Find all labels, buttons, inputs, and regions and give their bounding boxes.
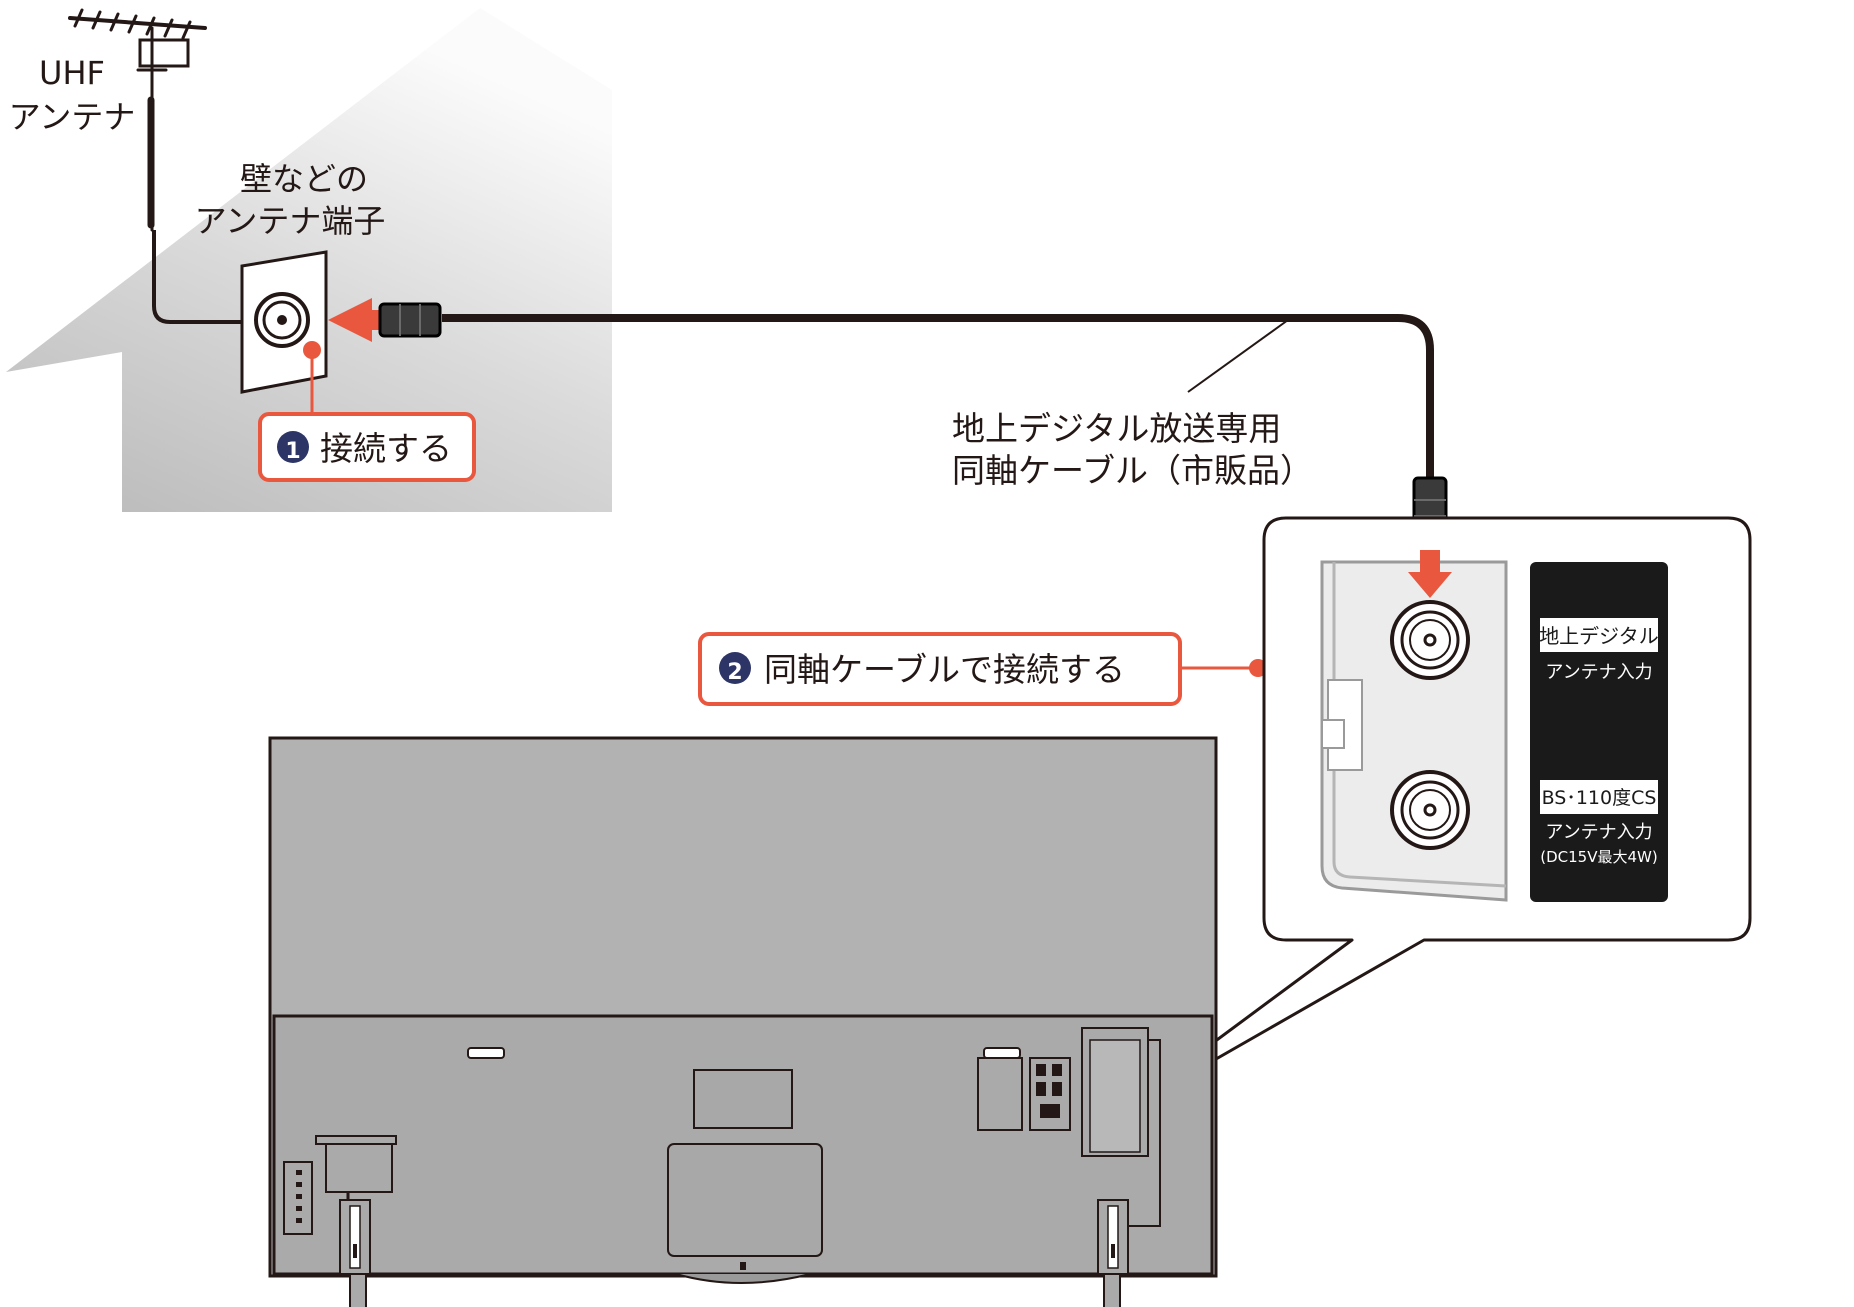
step1-number: 1 [285,439,300,464]
terrestrial-port-caption: アンテナ入力 [1545,662,1652,683]
vesa-label-plate [693,1069,793,1129]
wall-mount-clip-right [983,1047,1021,1059]
rear-ports-block-left [977,1057,1023,1131]
antenna-terminal-recess [1089,1039,1141,1153]
bs-port-caption: アンテナ入力 [1545,822,1652,843]
side-port-dots [296,1170,302,1223]
antenna-downlead-wire [152,230,242,324]
center-screw-hole [740,1262,746,1270]
cable-label-line1: 地上デジタル放送専用 [952,409,1281,448]
bs-cs-antenna-port [1390,770,1470,850]
wall-terminal-label-line1: 壁などの [240,160,368,198]
step2-number-badge [719,652,751,684]
stand-right [1097,1199,1129,1307]
step2-callout: 2 同軸ケーブルで接続する [698,632,1182,706]
terrestrial-antenna-port [1390,600,1470,680]
center-cover-panel [667,1143,823,1257]
arrow-into-terrestrial-port-icon [1408,550,1452,598]
terrestrial-badge-text: 地上デジタル [1539,624,1659,648]
bs-badge-text: BS･110度CS [1542,787,1657,809]
tv-rear-view [268,736,1218,1307]
arrow-into-wall-outlet-icon [328,298,382,342]
cable-plug-wall-end [378,302,442,338]
bs-port-power-note: (DC15V最大4W) [1540,848,1657,866]
terrestrial-badge-box [1540,618,1658,652]
bs-badge-box [1540,780,1658,814]
wall-terminal-label-line2: アンテナ端子 [195,202,386,240]
uhf-label-line1: UHF [39,54,105,92]
tv-bottom-curve [675,1273,811,1284]
stand-left [339,1199,371,1307]
step2-text: 同軸ケーブルで接続する [764,650,1125,689]
uhf-label-line2: アンテナ [9,98,136,136]
wall-antenna-outlet [240,250,328,394]
uhf-antenna-icon [68,8,207,232]
rear-port-connectors [1036,1064,1062,1118]
coaxial-cable [442,314,1434,478]
cable-label-leader-line [1187,319,1289,393]
wall-mount-clip-left [467,1047,505,1059]
step2-number: 2 [727,660,742,685]
power-plug-mount [315,1135,397,1145]
side-frame-right [1118,1039,1161,1227]
step1-number-badge [277,431,309,463]
step1-text: 接続する [320,429,452,468]
power-inlet-box [325,1139,393,1193]
cable-label-line2: 同軸ケーブル（市販品） [952,451,1313,490]
step1-callout: 1 接続する [258,412,476,482]
